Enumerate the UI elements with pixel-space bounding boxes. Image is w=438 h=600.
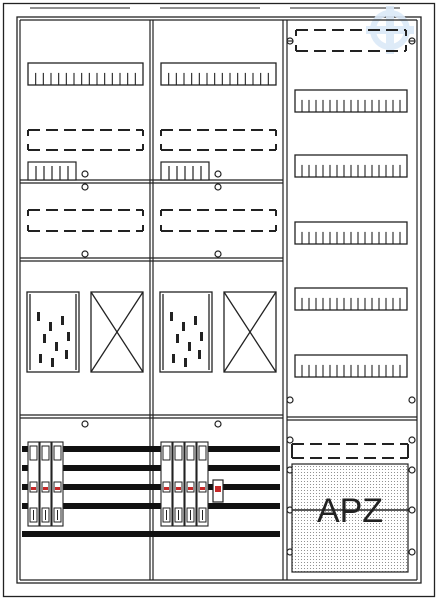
dashed-modules — [27, 129, 277, 232]
column-dividers — [19, 19, 418, 581]
meter-terminal-2-5 — [188, 342, 191, 351]
meter-terminal-1-7 — [39, 354, 42, 363]
meter-terminal-2-9 — [198, 350, 201, 359]
meter-terminal-2-3 — [194, 316, 197, 325]
meter-terminal-2-2 — [182, 322, 185, 331]
apz-dashed-module — [291, 443, 409, 459]
right-top-dashed-module — [295, 29, 407, 52]
apz-screws — [286, 436, 416, 556]
meter-terminal-2-6 — [200, 332, 203, 341]
small-switch — [212, 479, 224, 503]
right-terminal-strip-4 — [294, 287, 408, 311]
dashed-module-1a — [27, 129, 144, 151]
meter-terminal-1-8 — [51, 358, 54, 367]
small-terminal-blocks — [27, 161, 210, 181]
neozed-fuse-2-3 — [184, 441, 197, 527]
neozed-fuse-2-1 — [160, 441, 173, 527]
busbars — [22, 446, 280, 537]
right-terminal-strip-1 — [294, 89, 408, 113]
meter-terminal-2-8 — [184, 358, 187, 367]
dashed-module-1b — [27, 209, 144, 232]
meter-terminal-1-4 — [43, 334, 46, 343]
meter-terminal-1-3 — [61, 316, 64, 325]
divider-screws — [81, 170, 222, 428]
meter-terminal-1-6 — [67, 332, 70, 341]
right-terminal-strip-5 — [294, 354, 408, 378]
right-terminal-strip-3 — [294, 221, 408, 245]
dashed-module-2b — [160, 209, 277, 232]
left-terminal-strip-2 — [160, 62, 277, 86]
right-terminal-strip-2 — [294, 154, 408, 178]
neozed-fuse-1-1 — [27, 441, 40, 527]
meter-terminal-1-2 — [49, 322, 52, 331]
left-terminal-strips — [27, 62, 277, 86]
right-terminal-strips — [294, 89, 408, 378]
apz-panel — [291, 463, 409, 573]
neozed-fuse-1-3 — [51, 441, 64, 527]
row-dividers — [20, 179, 417, 421]
neozed-fuse-2-2 — [172, 441, 185, 527]
right-side-screws — [286, 396, 416, 404]
empty-slot-2 — [223, 291, 277, 373]
meter-terminal-1-5 — [55, 342, 58, 351]
dashed-module-2a — [160, 129, 277, 151]
neozed-fuse-2-4 — [196, 441, 209, 527]
meter-socket-terminals — [37, 312, 203, 367]
right-top-screws — [286, 37, 416, 45]
meter-terminal-2-7 — [172, 354, 175, 363]
meter-terminal-1-9 — [65, 350, 68, 359]
empty-slot-1 — [90, 291, 144, 373]
neozed-fuse-1-2 — [39, 441, 52, 527]
neozed-fuse-groups — [27, 441, 209, 527]
apz-label: APZ — [317, 492, 383, 530]
meter-terminal-2-4 — [176, 334, 179, 343]
meter-terminal-1-1 — [37, 312, 40, 321]
meter-terminal-2-1 — [170, 312, 173, 321]
left-terminal-strip-1 — [27, 62, 144, 86]
cabinet-inner-frame — [16, 16, 422, 584]
